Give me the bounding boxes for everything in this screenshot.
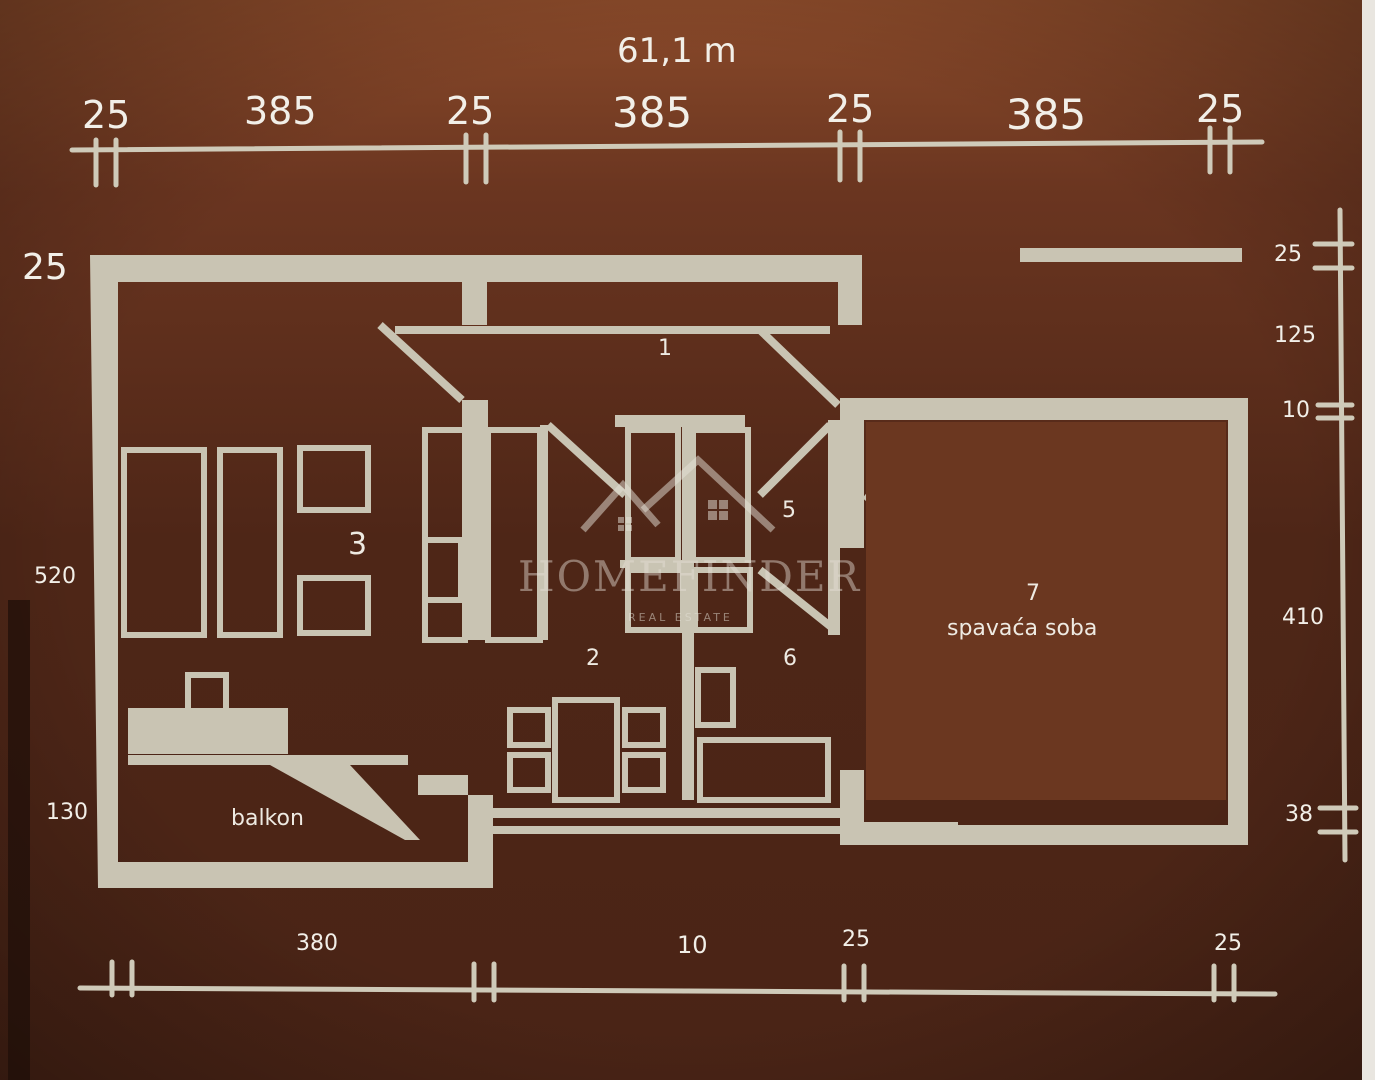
right-dimension-0: 25 [1274, 242, 1302, 267]
watermark-brand: HOMEFINDER [518, 552, 862, 601]
bottom-dimension-2: 25 [842, 927, 870, 952]
total-width-label: 61,1 m [617, 31, 737, 71]
balcony-label: balkon [231, 806, 304, 831]
left-dimension-1: 520 [34, 564, 76, 589]
right-dimension-4: 38 [1285, 802, 1313, 827]
bedroom-fill [866, 422, 1226, 800]
room-label-2: 2 [586, 646, 600, 671]
top-dimension-2: 25 [446, 89, 495, 133]
left-dimension-0: 25 [22, 247, 68, 288]
bottom-dimension-line [77, 985, 1278, 997]
room-label-5: 5 [782, 498, 796, 523]
left-dimension-2: 130 [46, 800, 88, 825]
right-dimension-3: 410 [1282, 605, 1324, 630]
right-dimension-2: 10 [1282, 398, 1310, 423]
top-dimension-1: 385 [244, 89, 317, 133]
house-roof-icon [580, 455, 776, 533]
right-dimension-1: 125 [1274, 323, 1316, 348]
room-label-6: 6 [783, 646, 797, 671]
room-label-7: 7 [1026, 581, 1040, 606]
bottom-dimension-1: 10 [677, 931, 708, 959]
bottom-dimension-0: 380 [296, 931, 338, 956]
top-dimension-3: 385 [612, 88, 693, 137]
right-dimension-ticks [1312, 241, 1359, 835]
bedroom-name-label: spavaća soba [947, 616, 1098, 641]
room-label-1: 1 [658, 336, 672, 361]
top-dimension-line [69, 139, 1265, 153]
bottom-dimension-3: 25 [1214, 931, 1242, 956]
room-label-3: 3 [348, 527, 368, 562]
top-dimension-0: 25 [82, 93, 131, 137]
top-dimension-ticks [93, 125, 1233, 188]
furniture [121, 427, 831, 803]
watermark-tagline: REAL ESTATE [628, 611, 733, 624]
top-dimension-4: 25 [826, 87, 875, 131]
bottom-dimension-ticks [109, 959, 1237, 1003]
top-dimension-5: 385 [1006, 90, 1087, 139]
top-dimension-6: 25 [1196, 87, 1245, 131]
right-dimension-line [1337, 207, 1348, 863]
